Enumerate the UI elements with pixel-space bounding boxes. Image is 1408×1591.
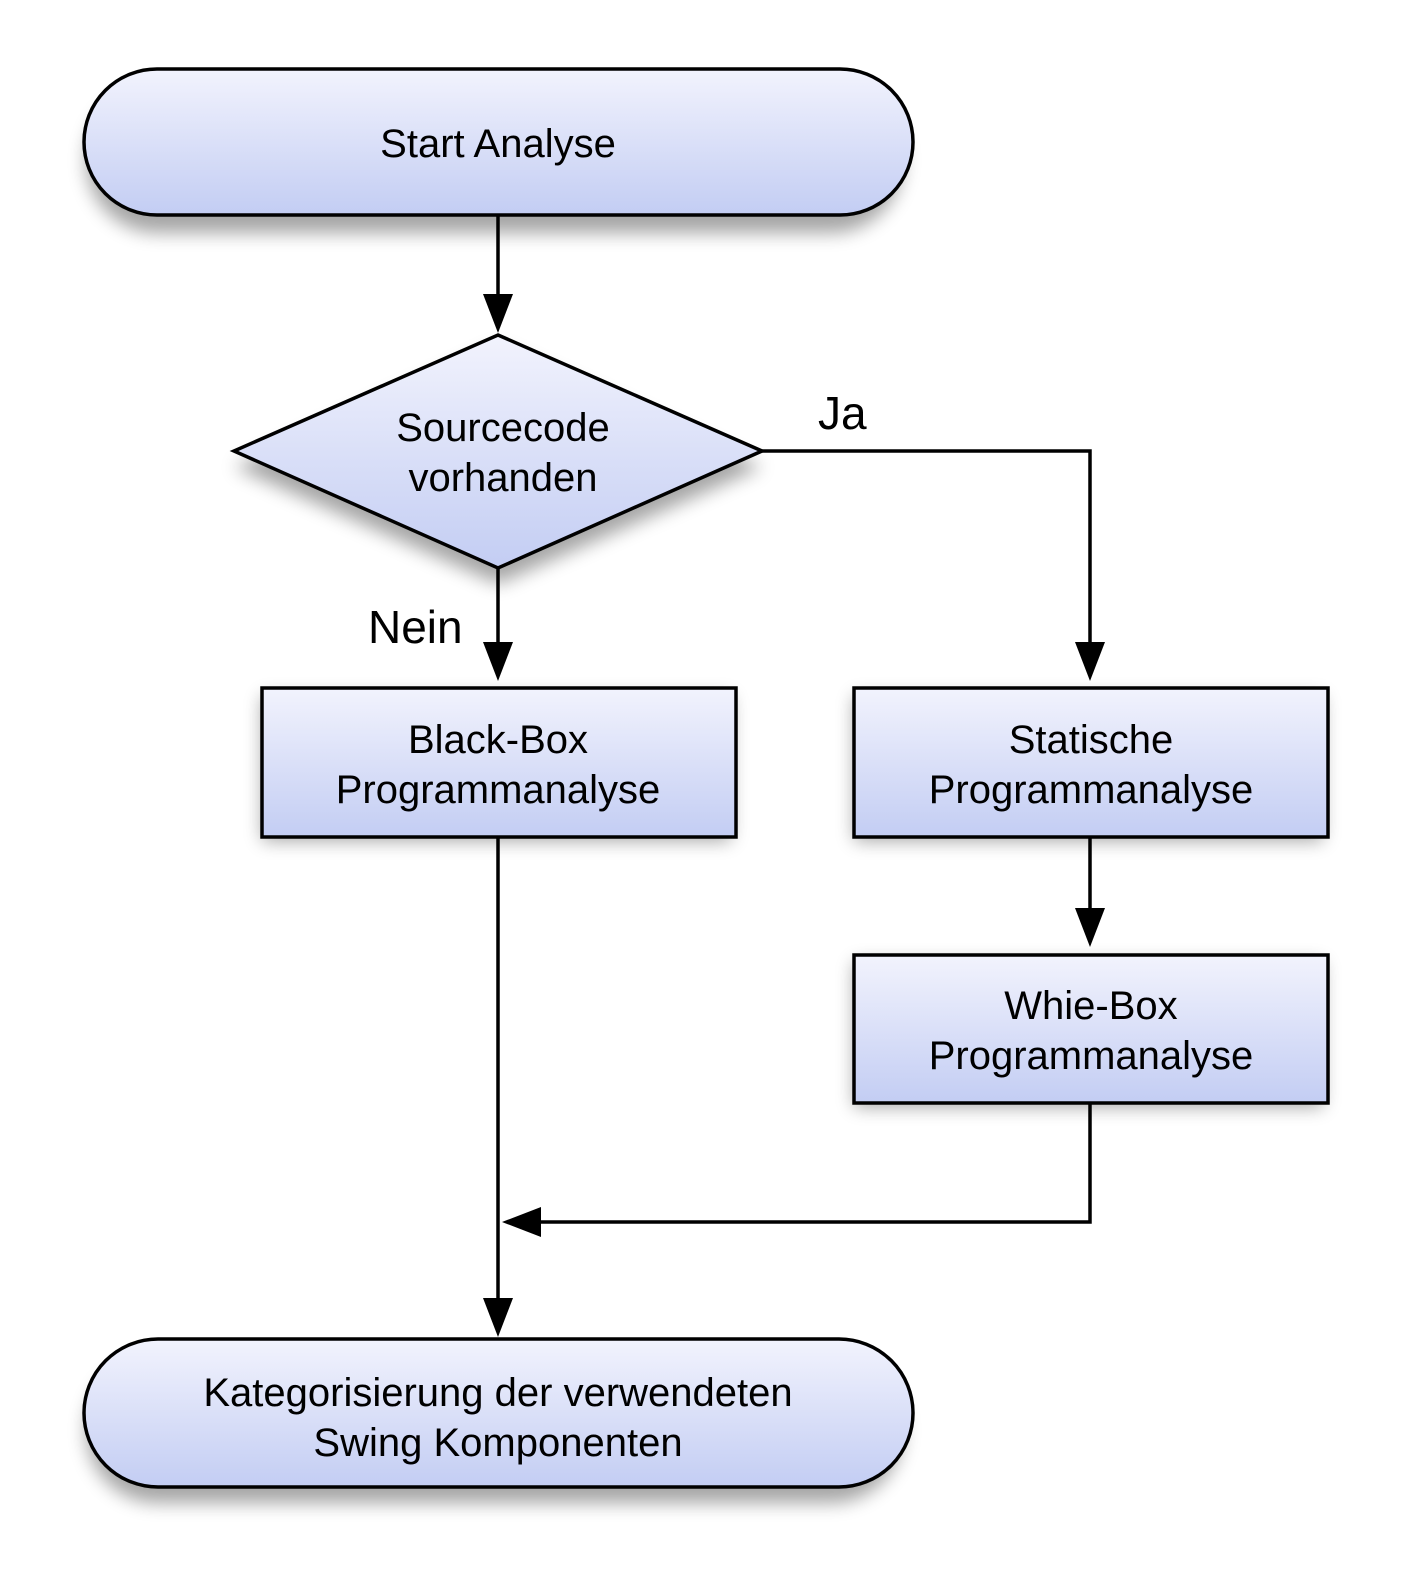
arrowhead-whitebox <box>1075 908 1105 947</box>
node-whitebox-label-line1: Whie-Box <box>1004 984 1177 1028</box>
edge-decision-to-static <box>762 449 1092 648</box>
edge-label-no: Nein <box>368 601 463 653</box>
node-start-label: Start Analyse <box>380 122 616 166</box>
node-static: Statische Programmanalyse <box>852 686 1330 839</box>
node-decision-label-line2: vorhanden <box>408 456 597 500</box>
node-end: Kategorisierung der verwendeten Swing Ko… <box>82 1337 915 1489</box>
node-static-label-line1: Statische <box>1009 718 1174 762</box>
arrowhead-blackbox <box>483 642 513 681</box>
node-blackbox-label-line1: Black-Box <box>408 718 588 762</box>
node-blackbox: Black-Box Programmanalyse <box>260 686 738 839</box>
edge-whitebox-to-merge <box>535 1103 1092 1224</box>
node-decision: Sourcecode vorhanden <box>229 333 767 570</box>
arrowhead-merge <box>502 1207 541 1237</box>
node-whitebox: Whie-Box Programmanalyse <box>852 953 1330 1105</box>
node-static-label-line2: Programmanalyse <box>929 768 1254 812</box>
node-end-label-line2: Swing Komponenten <box>313 1421 682 1465</box>
edge-label-yes: Ja <box>818 387 867 439</box>
node-decision-label-line1: Sourcecode <box>396 406 609 450</box>
node-end-label-line1: Kategorisierung der verwendeten <box>203 1371 792 1415</box>
node-blackbox-label-line2: Programmanalyse <box>336 768 661 812</box>
edges <box>483 215 1105 1337</box>
node-start: Start Analyse <box>82 67 915 217</box>
arrowhead-static <box>1075 642 1105 681</box>
arrowhead-end <box>483 1298 513 1337</box>
node-whitebox-label-line2: Programmanalyse <box>929 1034 1254 1078</box>
arrowhead-decision <box>483 294 513 333</box>
